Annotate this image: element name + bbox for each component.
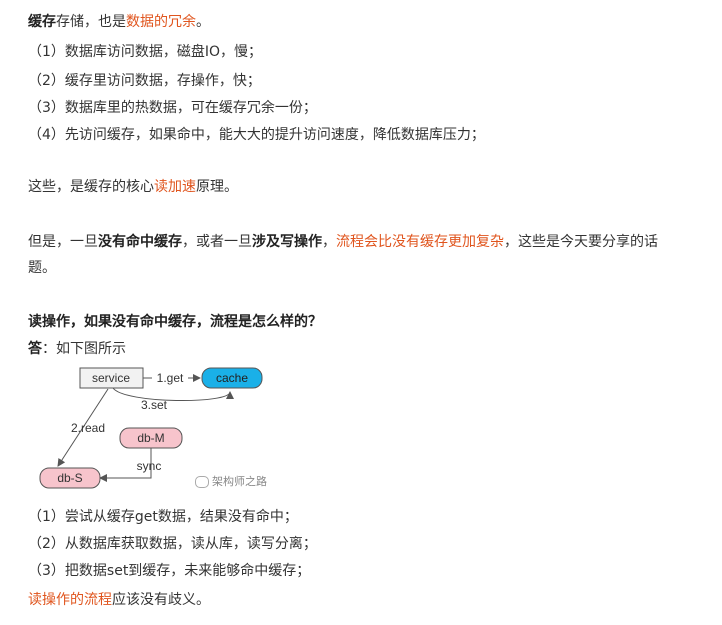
core-pre: 这些，是缓存的核心: [28, 179, 154, 195]
db-s-label: db-S: [57, 471, 82, 485]
but-line-2: 题。: [28, 260, 56, 276]
list1-item-2: （2）缓存里访问数据，存操作，快；: [28, 73, 261, 89]
intro-tail: 。: [196, 14, 210, 30]
closing-line: 读操作的流程应该没有歧义。: [28, 590, 210, 610]
list2-item-2: （2）从数据库获取数据，读从库，读写分离；: [28, 536, 317, 552]
watermark-text: 架构师之路: [212, 475, 267, 488]
intro-line: 缓存存储，也是数据的冗余。: [28, 12, 210, 32]
db-m-node: [119, 427, 183, 449]
sync-label: sync: [137, 459, 162, 473]
list1-item-1: （1）数据库访问数据，磁盘IO，慢；: [28, 44, 263, 60]
read-label: 2.read: [71, 421, 105, 435]
question-text: 读操作，如果没有命中缓存，流程是怎么样的？: [28, 314, 322, 330]
but-b1: 没有命中缓存: [98, 234, 182, 250]
but-p1: 但是，一旦: [28, 234, 98, 250]
question-line: 读操作，如果没有命中缓存，流程是怎么样的？: [28, 312, 322, 332]
answer-text: ：如下图所示: [42, 341, 126, 357]
service-label: service: [92, 371, 130, 385]
core-highlight: 读加速: [154, 179, 196, 195]
get-label: 1.get: [157, 371, 184, 385]
intro-highlight: 数据的冗余: [126, 14, 196, 30]
diagram-svg: service cache db-M db-S 1.get 3.set 2.re…: [39, 367, 263, 489]
cache-flow-diagram: service cache db-M db-S 1.get 3.set 2.re…: [30, 362, 300, 494]
service-node: [79, 367, 144, 389]
list1-item-3: （3）数据库里的热数据，可在缓存冗余一份；: [28, 100, 317, 116]
closing-highlight: 读操作的流程: [28, 592, 112, 608]
but-p3: ，: [322, 234, 336, 250]
but-line-1: 但是，一旦没有命中缓存，或者一旦涉及写操作，流程会比没有缓存更加复杂，这些是今天…: [28, 232, 658, 252]
intro-text: 存储，也是: [56, 14, 126, 30]
list2-item-3: （3）把数据set到缓存，未来能够命中缓存；: [28, 563, 311, 579]
db-s-node: [39, 467, 101, 489]
but-highlight: 流程会比没有缓存更加复杂: [336, 234, 504, 250]
edge-sync: [99, 448, 152, 482]
closing-text: 应该没有歧义。: [112, 592, 210, 608]
core-post: 原理。: [196, 179, 238, 195]
edge-set: [112, 387, 234, 401]
edge-read: [57, 388, 109, 467]
get-label-bg: [152, 371, 188, 385]
but-p2: ，或者一旦: [182, 234, 252, 250]
but-b2: 涉及写操作: [252, 234, 322, 250]
intro-bold: 缓存: [28, 14, 56, 30]
set-label: 3.set: [141, 398, 168, 412]
wechat-icon: [195, 476, 209, 488]
answer-line: 答：如下图所示: [28, 339, 126, 359]
cache-label: cache: [216, 371, 248, 385]
answer-bold: 答: [28, 341, 42, 357]
db-m-label: db-M: [137, 431, 164, 445]
list2-item-1: （1）尝试从缓存get数据，结果没有命中；: [28, 509, 298, 525]
core-line: 这些，是缓存的核心读加速原理。: [28, 177, 238, 197]
list1-item-4: （4）先访问缓存，如果命中，能大大的提升访问速度，降低数据库压力；: [28, 127, 485, 143]
cache-node: [201, 367, 263, 389]
but-p4: ，这些是今天要分享的话: [504, 234, 658, 250]
watermark: 架构师之路: [195, 475, 267, 489]
